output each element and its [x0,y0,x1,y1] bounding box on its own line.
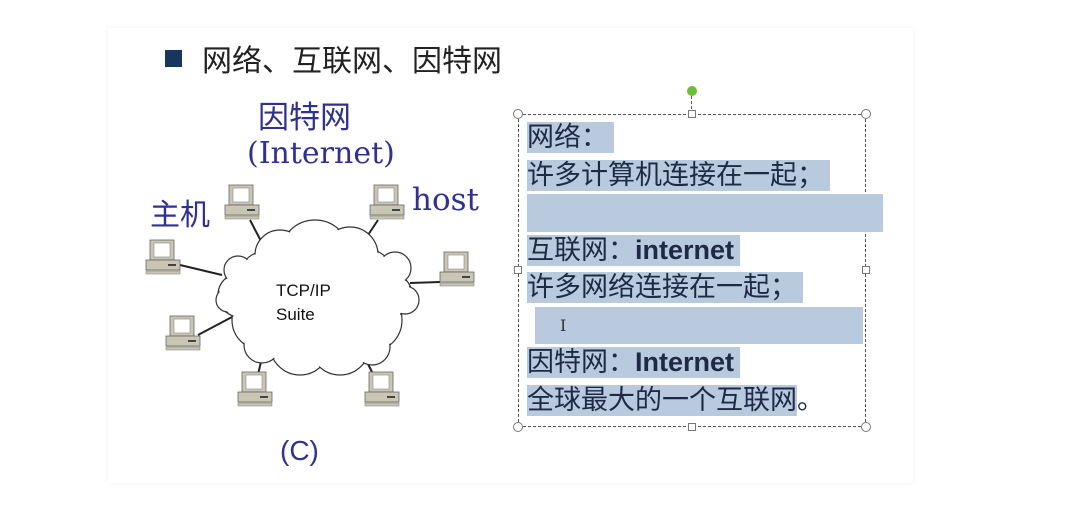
text-line: 许多网络连接在一起； [527,269,883,307]
cloud-icon [215,219,420,376]
computer-host-icon [224,184,260,220]
computer-host-icon [165,315,201,351]
cloud-label-tcpip: TCP/IP [276,281,331,300]
textbox-content[interactable]: 网络： 许多计算机连接在一起； 互联网：internet 许多网络连接在一起； … [527,119,883,419]
internet-title-cn: 因特网 [258,100,351,136]
text-line: 网络： [527,119,883,157]
cloud-puff [323,228,377,282]
cloud-label-suite: Suite [276,305,315,324]
computer-host-icon [369,184,405,220]
text-line: 因特网：Internet [527,344,883,382]
line-text: 全球最大的一个互联网 [527,384,797,416]
cloud-puff [245,328,279,362]
resize-handle-se[interactable] [861,422,871,432]
computer-host-icon [364,371,400,407]
line-text: 许多计算机连接在一起； [527,159,824,191]
slide-title: 网络、互联网、因特网 [165,36,502,80]
cloud-puff [380,253,410,283]
resize-handle-n[interactable] [688,110,696,118]
line-bold-term: internet [635,234,735,265]
resize-handle-ne[interactable] [861,109,871,119]
line-text: 互联网： [527,234,635,266]
slide-title-text: 网络、互联网、因特网 [202,44,502,79]
empty-line [527,306,883,344]
computer-host-icon [237,371,273,407]
host-label-cn: 主机 [150,198,210,233]
resize-handle-sw[interactable] [513,422,523,432]
line-text: 因特网： [527,347,635,378]
cloud-puff [311,316,369,374]
text-cursor-icon: I [560,316,567,335]
diagram-caption: (C) [280,435,319,466]
line-text: 许多网络连接在一起； [527,272,797,303]
resize-handle-w[interactable] [514,266,522,274]
line-bold-term: Internet [635,347,735,377]
resize-handle-nw[interactable] [513,109,523,119]
cloud-puff [217,289,239,311]
network-diagram: TCP/IP Suite [145,184,475,407]
cloud-puff [256,231,304,279]
resize-handle-s[interactable] [688,423,696,431]
computer-host-icon [439,251,475,287]
bullet-square-icon [165,49,182,67]
cloud-puff [392,287,418,313]
line-end-mark: 。 [797,384,824,416]
computer-host-icon [145,239,181,275]
text-line: 许多计算机连接在一起； [527,157,883,195]
internet-title-en: (Internet) [247,136,395,171]
cloud-puff [225,257,251,283]
cloud-puff [355,330,389,364]
cloud-puff [271,316,329,374]
host-label-en: host [412,182,479,218]
text-line: 互联网：internet [527,232,883,270]
text-line: 全球最大的一个互联网。 [527,382,883,420]
rotate-handle[interactable] [687,86,697,96]
rotate-handle-line [691,96,692,114]
empty-line [527,194,883,232]
resize-handle-e[interactable] [862,266,870,274]
line-text: 网络： [527,122,608,153]
